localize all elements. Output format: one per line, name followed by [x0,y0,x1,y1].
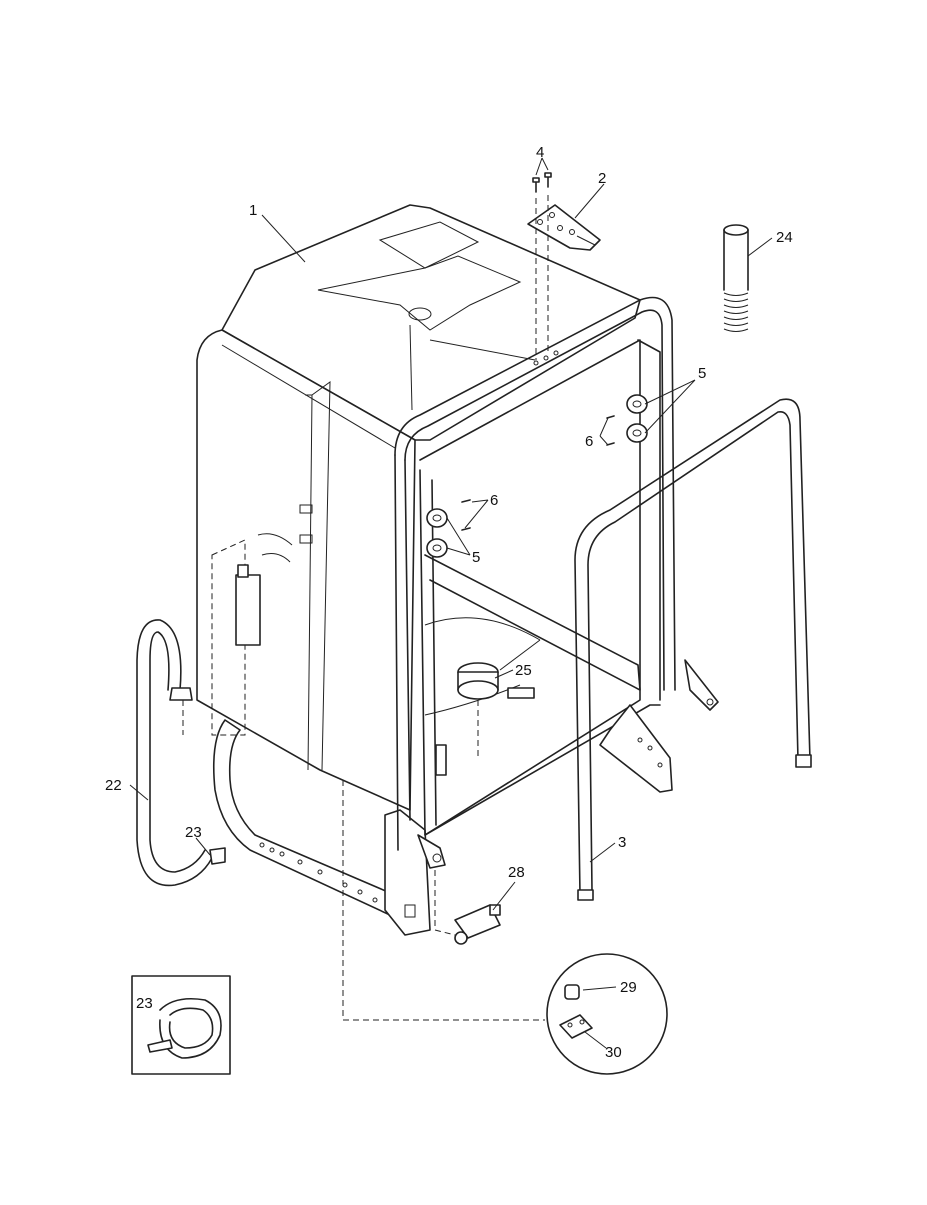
front-frame [394,296,719,851]
rail-holes [259,842,378,903]
callout-25: 25 [515,662,532,679]
detail-circle [342,780,668,1075]
callout-labels: 1 2 3 4 5 5 6 6 22 23 23 24 25 28 29 30 [105,144,793,1061]
callout-3: 3 [618,834,626,851]
callout-1: 1 [249,202,257,219]
callout-4: 4 [536,144,544,161]
callout-6b: 6 [490,492,498,509]
clamp-part-23 [169,687,226,865]
switch-part-28 [434,870,501,945]
tub-part-1 [196,204,641,936]
callout-28: 28 [508,864,525,881]
callout-29: 29 [620,979,637,996]
callout-6a: 6 [585,433,593,450]
callout-30: 30 [605,1044,622,1061]
float-part-25 [435,662,535,776]
callout-24: 24 [776,229,793,246]
gasket-part-3 [574,398,812,901]
leader-lines [129,157,773,1049]
callout-22: 22 [105,777,122,794]
callout-5b: 5 [472,549,480,566]
plate-part-2 [527,204,601,251]
hose-part-22 [136,619,213,887]
callout-2: 2 [598,170,606,187]
hose-part-24 [723,224,749,332]
callout-23b: 23 [136,995,153,1012]
screws-part-4 [532,172,552,193]
callout-5a: 5 [698,365,706,382]
inset-clamp-23 [131,975,231,1075]
callout-23a: 23 [185,824,202,841]
side-bracket [211,533,293,736]
